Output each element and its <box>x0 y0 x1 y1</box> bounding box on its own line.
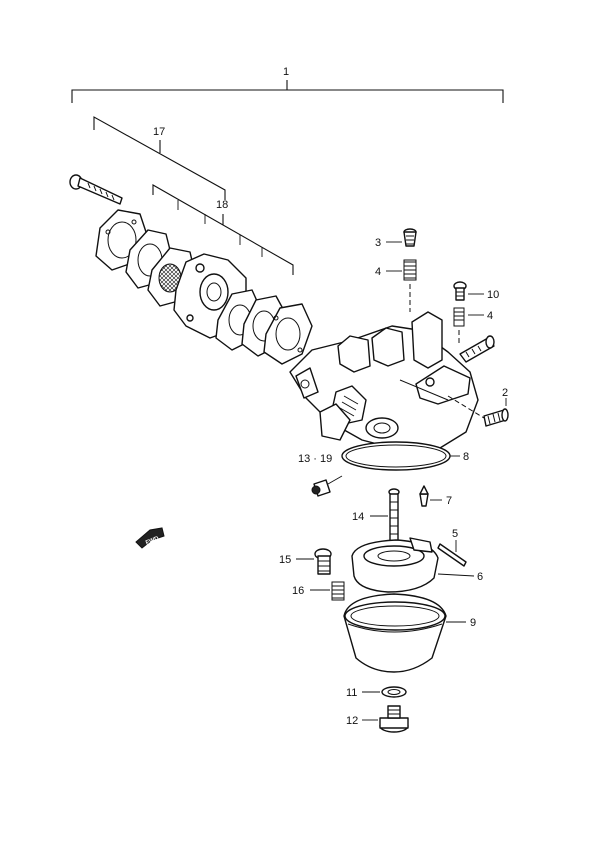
lead-3: 3 <box>375 237 402 249</box>
spring-4-top <box>403 259 417 281</box>
callout-17: 17 <box>153 126 165 138</box>
callout-12: 12 <box>346 715 358 727</box>
callout-4a: 4 <box>375 266 381 278</box>
callout-13-19: 13 · 19 <box>298 453 332 465</box>
callout-11: 11 <box>346 687 357 699</box>
callout-15: 15 <box>279 554 291 566</box>
callout-10: 10 <box>487 289 499 301</box>
spring-16 <box>331 581 345 601</box>
callout-6: 6 <box>477 571 483 583</box>
callout-14: 14 <box>352 511 364 523</box>
drain-screw-15 <box>314 548 332 575</box>
lead-10: 10 <box>468 289 499 301</box>
lead-4b: 4 <box>468 310 493 322</box>
lead-6: 6 <box>437 571 483 583</box>
lead-2: 2 <box>502 387 508 406</box>
lead-8: 8 <box>450 451 469 463</box>
callout-16: 16 <box>292 585 304 597</box>
float-6 <box>351 537 439 593</box>
assembly-bracket-1: 1 <box>71 66 504 103</box>
lead-16: 16 <box>292 585 330 597</box>
float-needle-7 <box>419 485 429 507</box>
lead-12: 12 <box>346 715 378 727</box>
callout-8: 8 <box>463 451 469 463</box>
float-pin-5 <box>437 543 467 567</box>
callout-18: 18 <box>216 199 228 211</box>
dash-guide-2 <box>447 395 485 419</box>
screw-10 <box>453 281 467 301</box>
emulsion-tube-14 <box>388 488 400 543</box>
washer-11 <box>381 686 407 698</box>
main-jet-13-19 <box>311 479 331 497</box>
callout-7: 7 <box>446 495 452 507</box>
drain-plug-12 <box>379 705 409 733</box>
lead-5: 5 <box>452 528 458 552</box>
callout-3: 3 <box>375 237 381 249</box>
carburetor-body <box>289 311 479 451</box>
callout-2: 2 <box>502 387 508 399</box>
pilot-screw-3 <box>403 228 417 247</box>
callout-9: 9 <box>470 617 476 629</box>
float-bowl-9 <box>343 593 447 673</box>
float-bowl-gasket-8 <box>341 441 451 471</box>
lead-14: 14 <box>352 511 388 523</box>
callout-1: 1 <box>283 66 289 78</box>
lead-4a: 4 <box>375 266 402 278</box>
lead-11: 11 <box>346 687 380 699</box>
bracket-18: 18 <box>152 184 294 275</box>
lead-9: 9 <box>446 617 476 629</box>
spring-4-right <box>453 307 465 327</box>
throttle-stop-screw-2 <box>483 408 509 427</box>
bracket-17: 17 <box>93 116 226 200</box>
fwd-direction-arrow: FWD <box>135 527 165 549</box>
lead-7: 7 <box>430 495 452 507</box>
fwd-label: FWD <box>145 536 161 547</box>
lead-13-19: 13 · 19 <box>298 453 343 485</box>
lead-15: 15 <box>279 554 314 566</box>
idle-adjust-screw <box>459 335 495 363</box>
fuel-pump-bolt <box>69 174 123 205</box>
fuel-pump-cover-gasket <box>263 303 313 365</box>
callout-4b: 4 <box>487 310 493 322</box>
callout-5: 5 <box>452 528 458 540</box>
